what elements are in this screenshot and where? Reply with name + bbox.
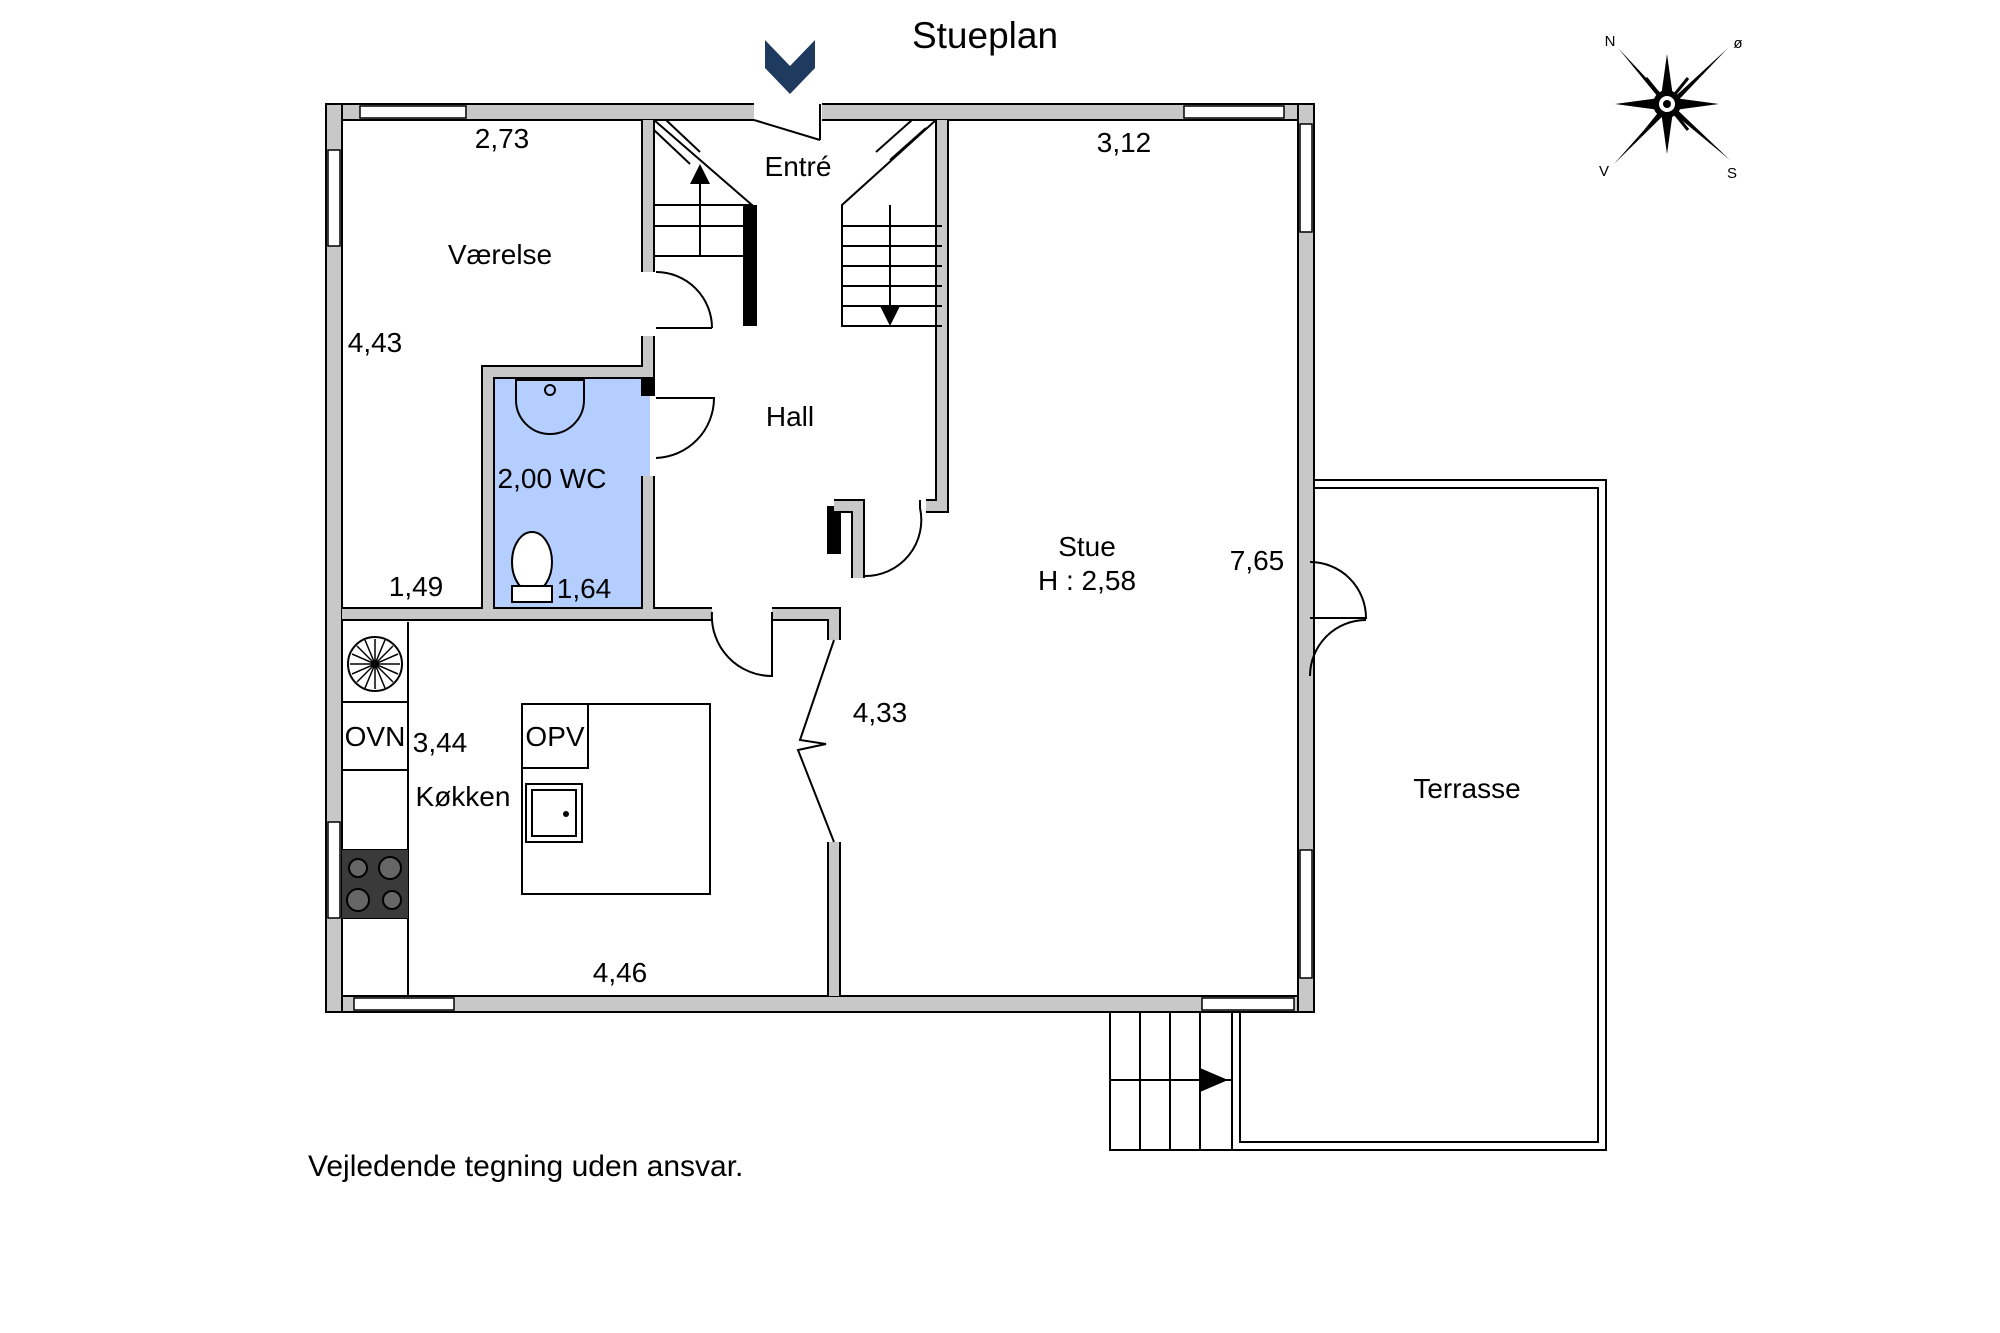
dim-vaerelse-length: 4,43 [348, 327, 403, 358]
dim-stue-width: 3,12 [1097, 127, 1152, 158]
room-wc: 2,00 WC [498, 463, 607, 494]
interior-walls [342, 120, 949, 996]
toilet-icon [511, 531, 553, 593]
dim-vaerelse-width: 2,73 [475, 123, 530, 154]
compass-north: N [1605, 33, 1616, 50]
room-stue-height: H : 2,58 [1038, 565, 1136, 596]
entrance-marker-icon [765, 40, 815, 94]
room-entre: Entré [765, 151, 832, 182]
room-vaerelse: Værelse [448, 239, 552, 270]
dim-kokken-width: 4,46 [593, 957, 648, 988]
plan-title: Stueplan [912, 15, 1058, 56]
windows [327, 105, 1313, 1011]
dim-stue-length: 7,65 [1230, 545, 1285, 576]
dim-kokken-length: 3,44 [413, 727, 468, 758]
dim-wc-left: 1,49 [389, 571, 444, 602]
front-door-gap [754, 100, 822, 124]
range-hood-icon [347, 636, 403, 692]
compass-west: V [1599, 163, 1609, 180]
oven-label: OVN [345, 721, 406, 752]
interior-doors [655, 271, 1368, 843]
room-terrasse: Terrasse [1413, 773, 1520, 804]
room-stue: Stue [1058, 531, 1116, 562]
wc-fixtures [511, 379, 585, 603]
kitchen-counter [342, 622, 711, 996]
disclaimer: Vejledende tegning uden ansvar. [308, 1150, 743, 1183]
front-door [753, 104, 821, 141]
terrace [1231, 479, 1607, 1151]
room-kokken: Køkken [416, 781, 511, 812]
staircase-left [653, 119, 753, 257]
outer-walls [325, 103, 1315, 1013]
compass-icon: N ø S V [1599, 33, 1743, 182]
staircase-right [841, 119, 942, 327]
dim-stue-depth: 4,33 [853, 697, 908, 728]
outdoor-steps [1109, 1011, 1233, 1151]
dim-wc-width: 1,64 [557, 573, 612, 604]
dishwasher-label: OPV [525, 721, 584, 752]
compass-south: S [1727, 165, 1737, 182]
room-hall: Hall [766, 401, 814, 432]
compass-east: ø [1733, 35, 1742, 52]
